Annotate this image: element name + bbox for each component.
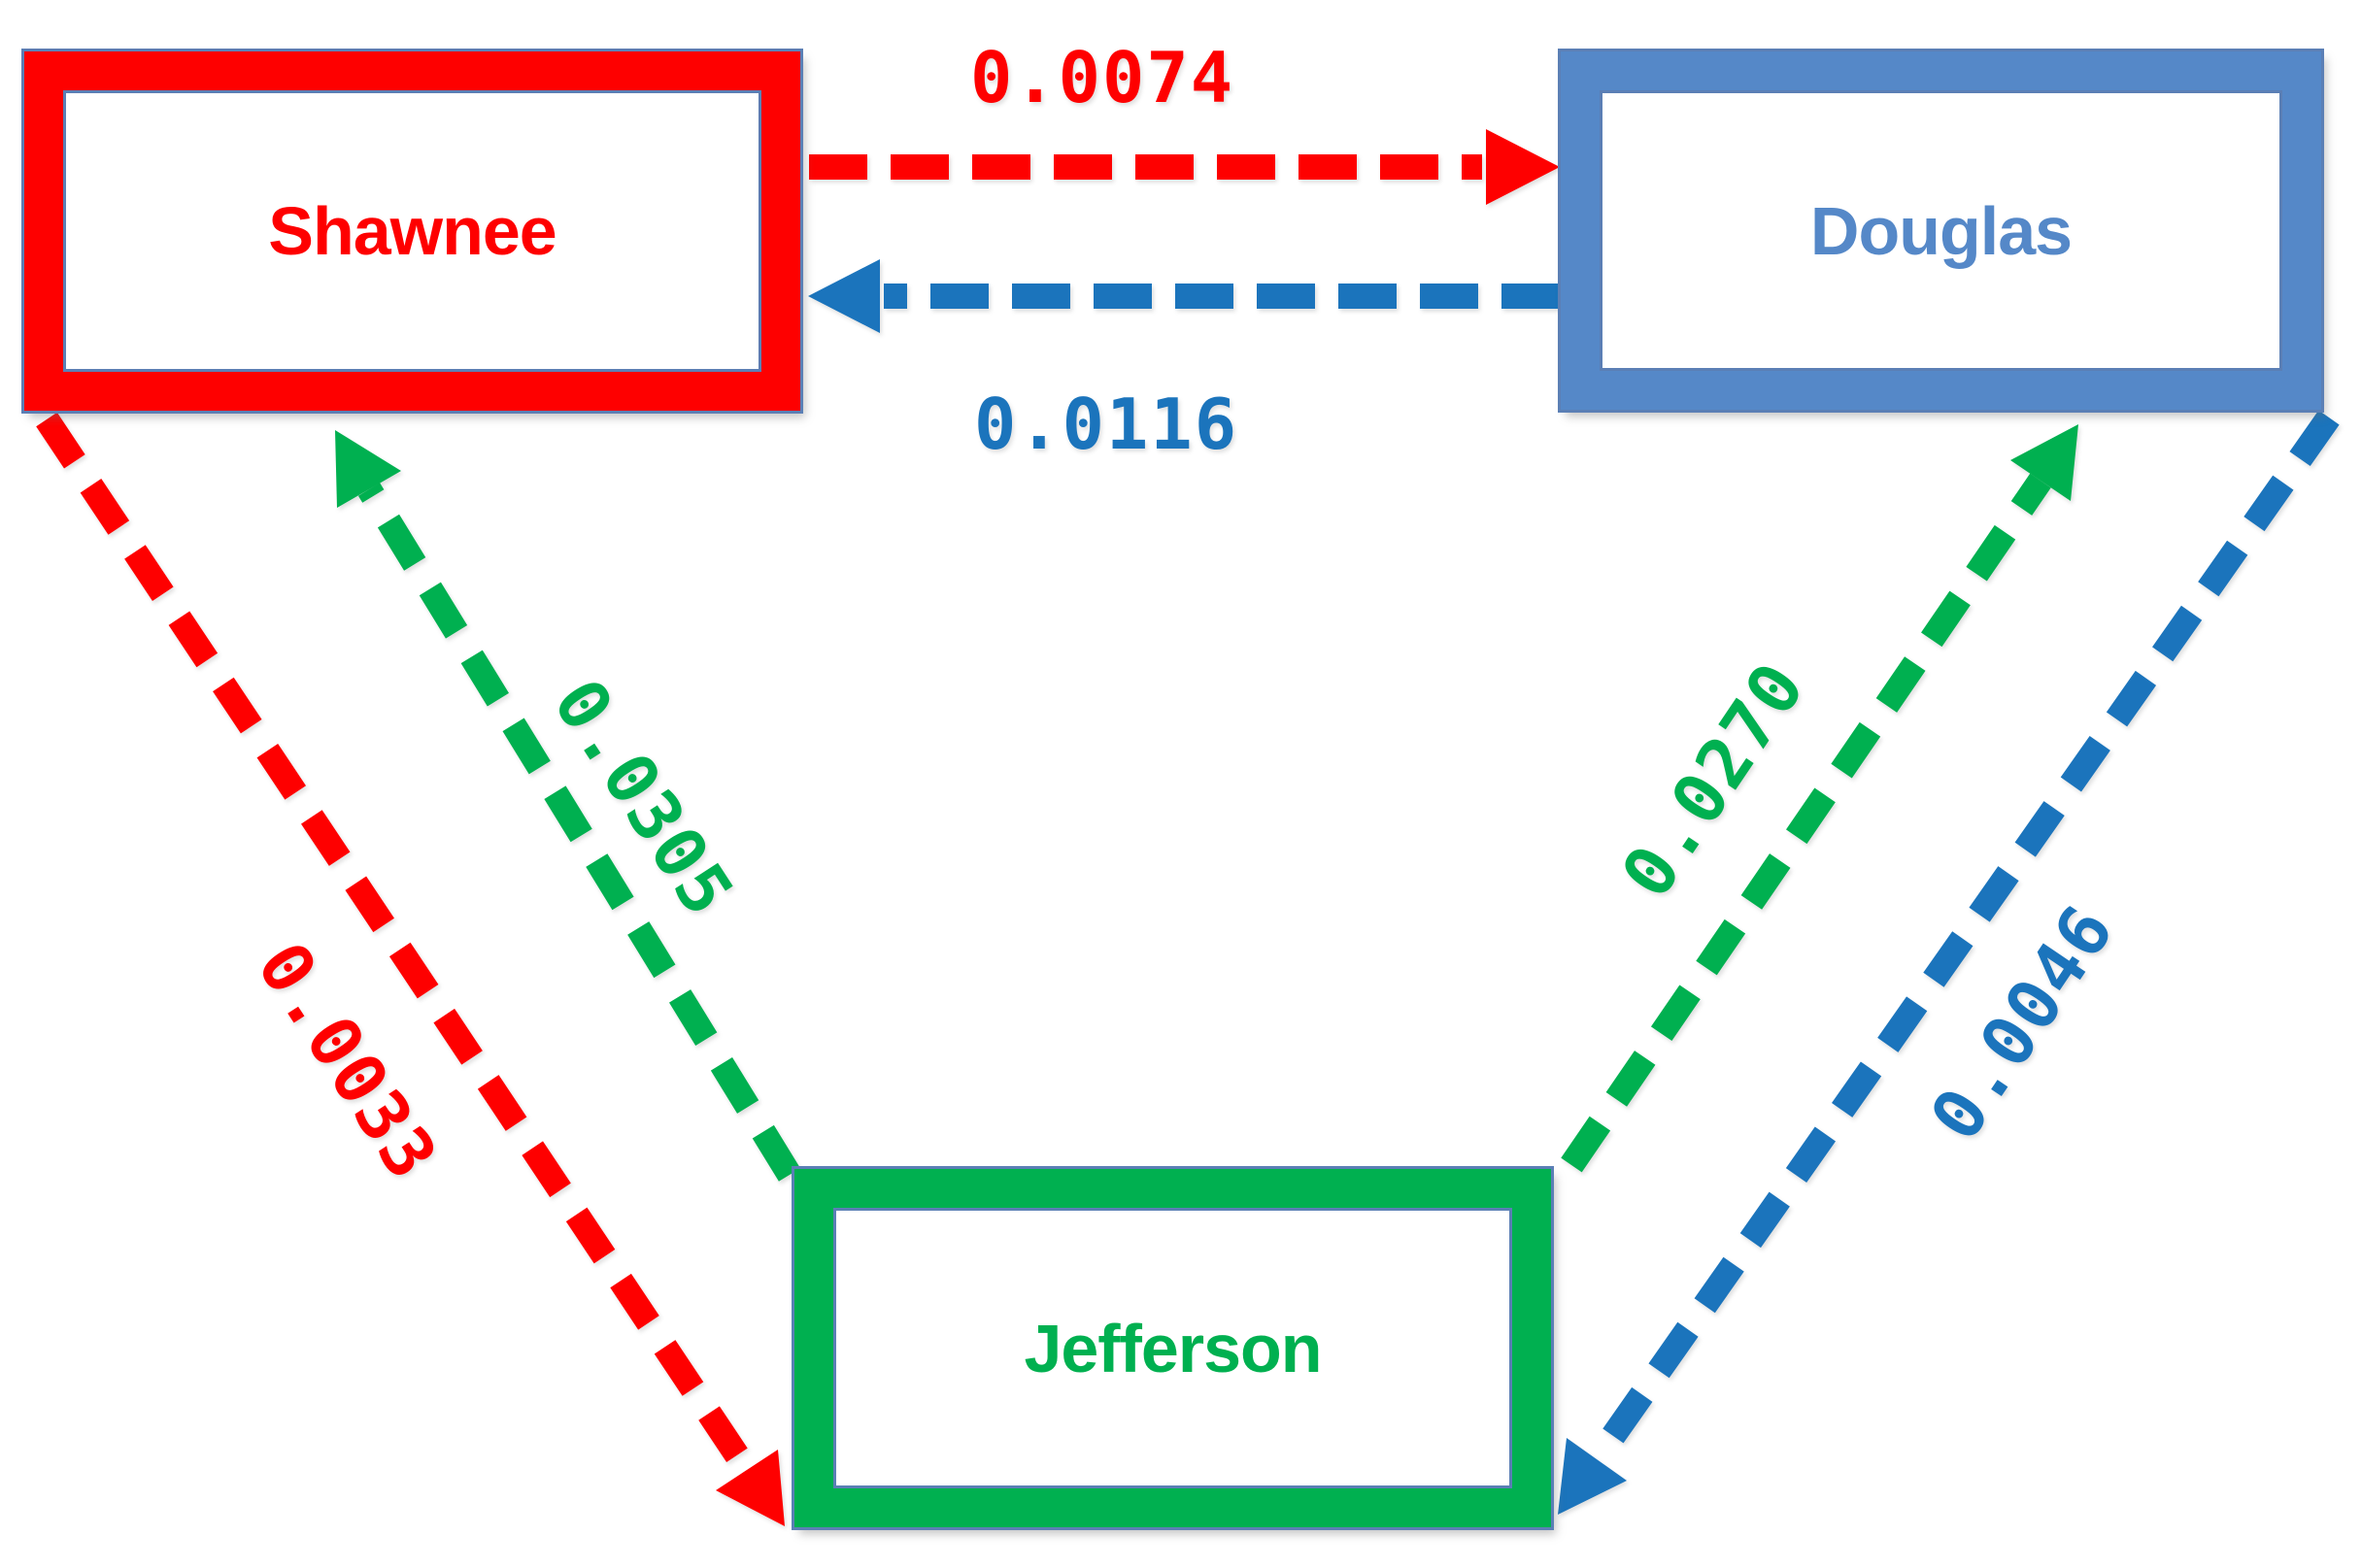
edge-douglas-shawnee-value: 0.0116: [974, 384, 1238, 465]
node-shawnee-label: Shawnee: [268, 193, 557, 269]
edge-jefferson-shawnee-arrowhead-icon: [335, 430, 401, 508]
node-douglas-label: Douglas: [1809, 192, 2073, 269]
node-douglas: Douglas: [1558, 49, 2324, 413]
edge-shawnee-douglas-value: 0.0074: [970, 37, 1234, 118]
edge-douglas-jefferson-arrowhead-icon: [1558, 1438, 1627, 1515]
edge-jefferson-douglas-value: 0.0270: [1605, 648, 1821, 913]
edge-jefferson-shawnee-line: [357, 483, 801, 1182]
edge-jefferson-douglas-line: [1561, 473, 2051, 1173]
edge-douglas-jefferson-value: 0.0046: [1914, 890, 2130, 1155]
edge-douglas-jefferson-line: [1586, 410, 2340, 1467]
node-jefferson-label: Jefferson: [1024, 1310, 1322, 1386]
edge-shawnee-jefferson-line: [36, 412, 758, 1478]
edge-jefferson-douglas-arrowhead-icon: [2010, 424, 2078, 501]
node-shawnee: Shawnee: [21, 49, 803, 414]
edge-shawnee-douglas-arrowhead-icon: [1486, 129, 1560, 205]
node-jefferson: Jefferson: [792, 1166, 1554, 1530]
edge-douglas-shawnee-arrowhead-icon: [808, 259, 880, 333]
edge-shawnee-jefferson-arrowhead-icon: [716, 1450, 785, 1526]
